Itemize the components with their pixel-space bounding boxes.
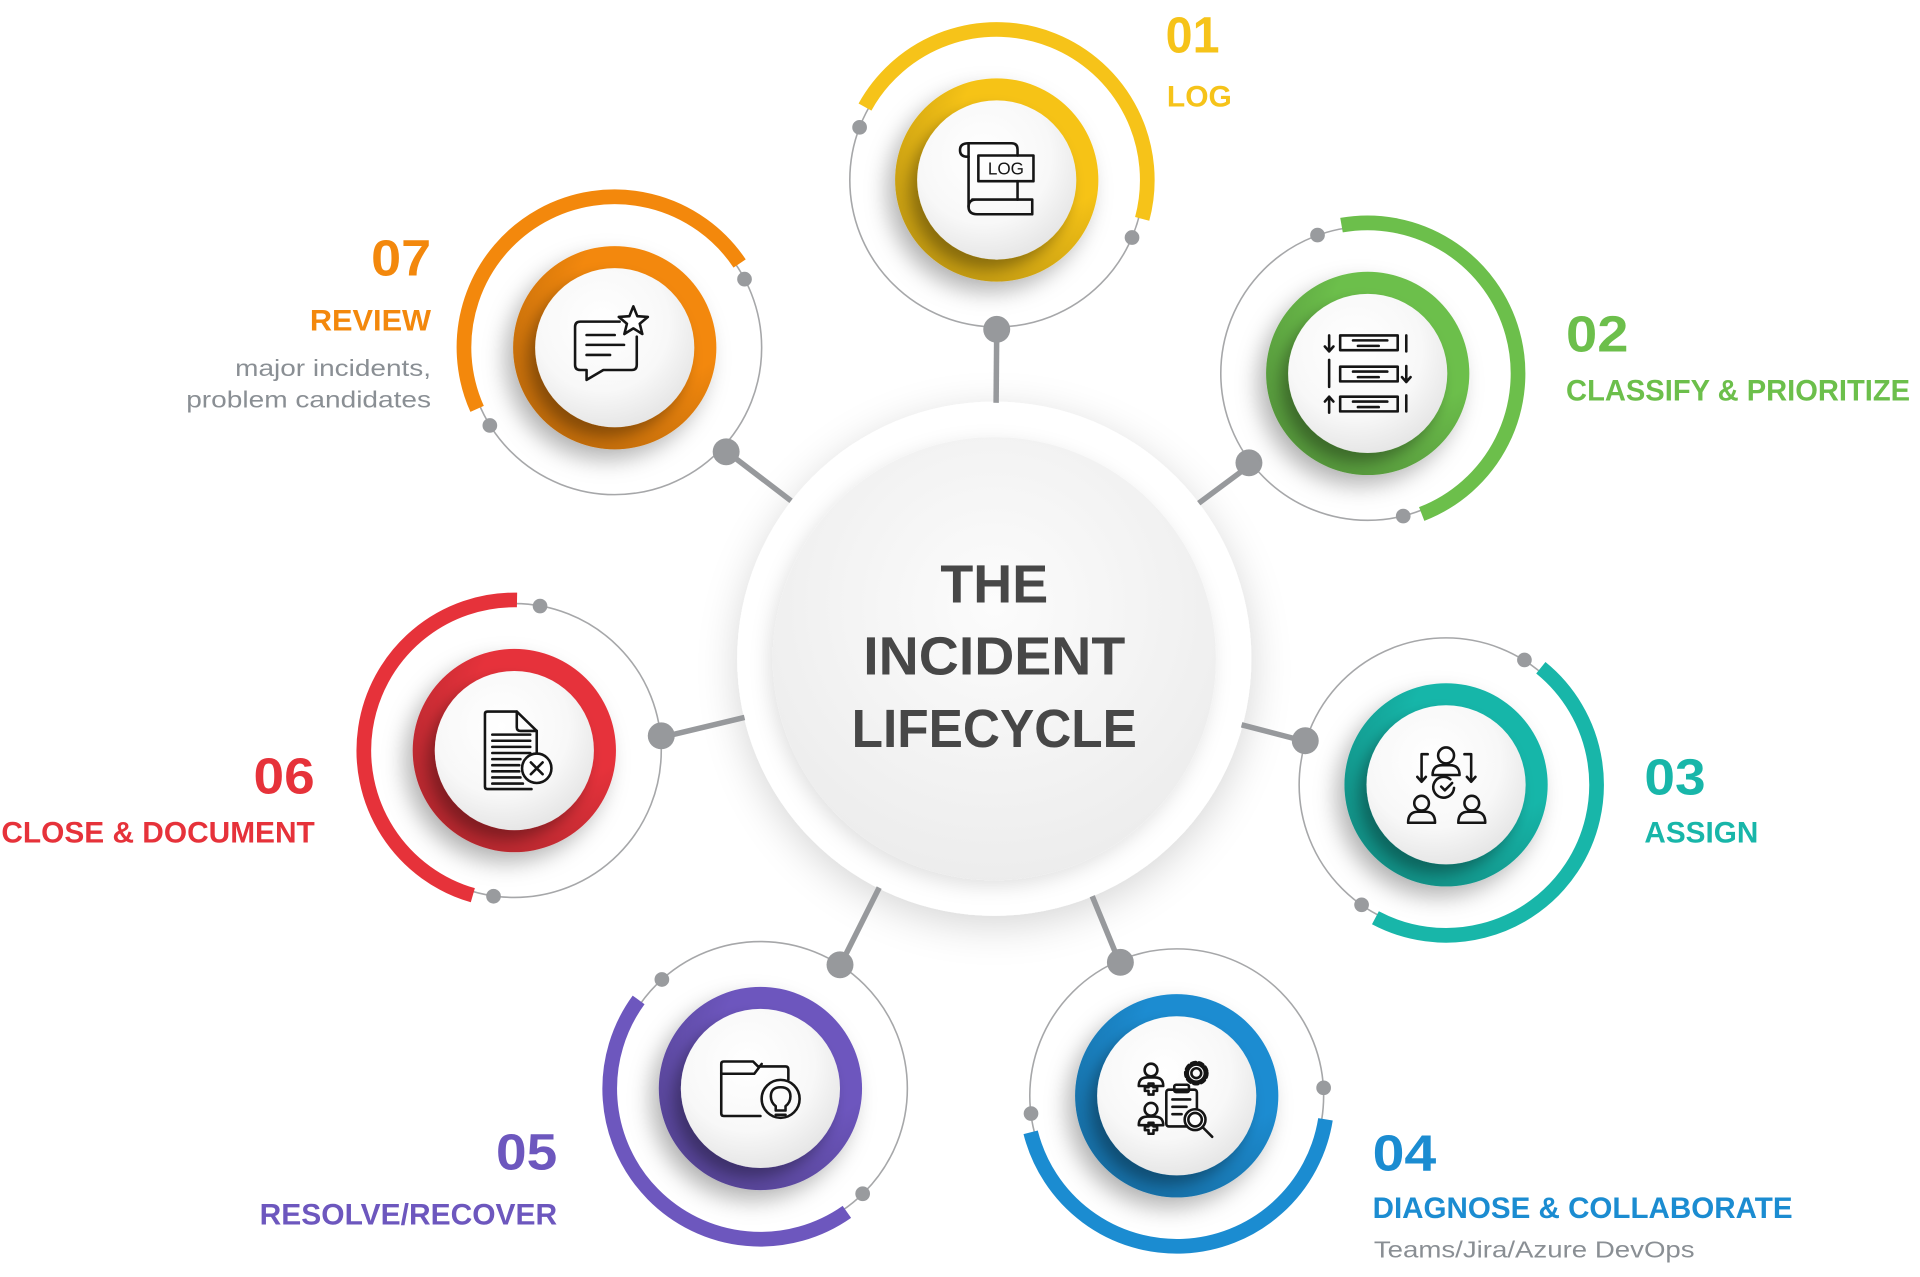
connector-node-dot [1235,449,1263,477]
stage-01-badge: LOG [895,78,1099,282]
stage-06-progress-arc [356,592,518,903]
stage-01: LOG 01 LOG [852,6,1232,282]
stage-04-label: DIAGNOSE & COLLABORATE [1373,1192,1793,1225]
stage-01-progress-arc [858,22,1155,221]
stage-04-progress-arc [1023,1118,1333,1254]
connector-node-dot [983,315,1011,343]
review-chat-star-icon [573,305,650,382]
stage-03-badge [1344,683,1548,887]
connector-stage-05 [826,886,882,979]
stage-05-progress-arc [602,995,852,1247]
arc-end-dot [855,1186,871,1202]
connector-stage-01 [983,315,1011,403]
connector-node-dot [647,722,675,750]
stage-04-number: 04 [1373,1123,1437,1181]
document-close-icon [483,710,553,791]
stage-01-number: 01 [1166,6,1220,64]
arc-end-dot [486,888,501,904]
folder-lightbulb-icon [719,1060,801,1120]
stage-06-badge [412,648,616,853]
title-line-1: THE [940,554,1048,614]
arc-end-dot [1517,652,1532,668]
log-scroll-icon: LOG [958,141,1035,216]
connectors [647,315,1319,979]
stage-07-description-line-2: problem candidates [186,387,431,413]
stage-03-progress-arc [1371,662,1604,943]
stage-07-number: 07 [371,228,431,286]
stage-07: 07 REVIEW major incidents, problem candi… [186,189,752,450]
connector-stage-06 [647,714,746,750]
stage-05-badge [658,986,863,1191]
stage-06-number: 06 [254,746,315,804]
stage-02-progress-arc [1340,215,1526,521]
arc-end-dot [1310,227,1325,243]
connector-node-dot [826,951,854,979]
arc-end-dot [737,271,752,287]
stage-07-label: REVIEW [310,305,431,338]
stage-01-label: LOG [1167,81,1232,114]
badge-inner-disc [1366,705,1526,865]
stage-02-badge [1266,271,1470,476]
stage-06-label: CLOSE & DOCUMENT [1,816,314,849]
arc-end-dot [532,598,548,614]
stage-03-number: 03 [1644,748,1705,806]
center-hub-disc [772,437,1216,881]
connector-stage-04 [1089,895,1134,976]
arc-end-dot [1316,1080,1331,1096]
stage-02-label: CLASSIFY & PRIORITIZE [1566,374,1910,407]
center-hub: THE INCIDENT LIFECYCLE [737,401,1252,916]
badge-inner-disc [680,1008,841,1169]
arc-end-dot [1023,1106,1039,1121]
log-icon-text: LOG [988,158,1024,178]
stage-07-badge [513,246,717,450]
stage-05: 05 RESOLVE/RECOVER [260,972,871,1247]
stage-04-description: Teams/Jira/Azure DevOps [1374,1236,1695,1262]
connector-node-dot [1291,727,1319,755]
stage-07-progress-arc [456,189,746,412]
arc-end-dot [852,119,867,135]
arc-end-dot [1395,508,1411,524]
stage-06: 06 CLOSE & DOCUMENT [1,592,616,904]
connector-stage-03 [1240,722,1319,755]
badge-inner-disc [434,670,594,831]
stage-03-label: ASSIGN [1644,816,1758,849]
badge-inner-disc [1097,1016,1257,1176]
stage-05-label: RESOLVE/RECOVER [260,1198,558,1231]
arc-end-dot [1354,897,1369,913]
stage-02-number: 02 [1566,304,1628,362]
stage-05-number: 05 [496,1122,557,1180]
title-line-2: INCIDENT [863,627,1125,687]
arc-end-dot [1124,230,1140,245]
connector-stage-07 [712,438,793,503]
connector-line [1089,895,1121,960]
stage-04-badge [1075,994,1279,1198]
badge-inner-disc [1288,293,1448,454]
connector-line [661,714,746,740]
assign-people-check-icon [1406,746,1487,825]
stage-07-description-line-1: major incidents, [235,355,431,381]
arc-end-dot [654,972,670,987]
connector-line [838,886,882,965]
connector-stage-02 [1197,449,1263,506]
sort-priority-list-icon [1323,334,1412,414]
stage-04: 04 DIAGNOSE & COLLABORATE Teams/Jira/Azu… [1023,994,1793,1262]
connector-node-dot [712,438,740,466]
stage-03: 03 ASSIGN [1344,652,1758,943]
connector-node-dot [1106,948,1134,976]
arc-end-dot [482,418,498,433]
title-line-3: LIFECYCLE [852,699,1137,759]
badge-inner-disc [535,268,695,428]
stage-02: 02 CLASSIFY & PRIORITIZE [1266,215,1910,524]
diagnose-team-clipboard-icon [1137,1060,1214,1139]
